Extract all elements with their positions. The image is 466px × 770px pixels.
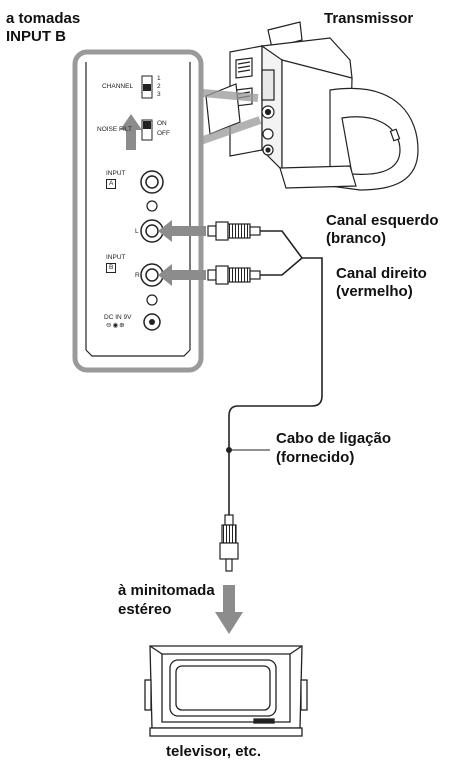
- rca-plug-right: [207, 265, 261, 285]
- right-jack-label: R: [135, 272, 140, 279]
- noise-filter-arrow: [120, 114, 142, 150]
- right-channel-label-line2: (vermelho): [336, 283, 413, 300]
- cable-label-line1: Cabo de ligação: [276, 430, 392, 447]
- television-illustration: [144, 645, 308, 737]
- right-channel-label-line1: Canal direito: [336, 265, 427, 282]
- left-channel-label-line1: Canal esquerdo: [326, 212, 439, 229]
- noise-filter-label: NOISE FILT: [97, 126, 132, 133]
- dc-in-label: DC IN 9V: [104, 314, 132, 321]
- input-b-callout-line2: INPUT B: [6, 28, 66, 45]
- input-a-badge: A: [106, 179, 117, 189]
- connection-cable: [228, 230, 323, 515]
- noise-filter-off-label: OFF: [157, 130, 170, 137]
- left-input-arrow: [158, 220, 206, 242]
- input-b-badge: B: [106, 263, 117, 273]
- dc-polarity-icon: ⊖◉⊕: [106, 322, 126, 329]
- rca-plug-left: [207, 221, 261, 241]
- input-b-callout-line1: a tomadas: [6, 10, 81, 27]
- cable-label-line2: (fornecido): [276, 449, 355, 466]
- right-input-arrow: [158, 264, 206, 286]
- minijack-label-line1: à minitomada: [118, 582, 215, 599]
- indicator-arrows: [120, 114, 243, 634]
- cable-marker: [226, 447, 232, 453]
- down-arrow: [215, 585, 243, 634]
- channel-label: CHANNEL: [102, 83, 134, 90]
- transmitter-illustration: [205, 21, 419, 191]
- left-channel-label-line2: (branco): [326, 230, 386, 247]
- left-jack-label: L: [135, 228, 139, 235]
- tv-label: televisor, etc.: [166, 743, 262, 760]
- transmitter-label: Transmissor: [324, 10, 414, 27]
- channel-2-label: 2: [157, 83, 161, 90]
- minijack-label-line2: estéreo: [118, 601, 172, 618]
- mini-plug: [219, 514, 239, 572]
- noise-filter-on-label: ON: [157, 120, 167, 127]
- channel-3-label: 3: [157, 91, 161, 98]
- channel-1-label: 1: [157, 75, 161, 82]
- input-a-label: INPUT: [106, 170, 126, 177]
- rear-panel-inset: [72, 49, 204, 373]
- input-b-label: INPUT: [106, 254, 126, 261]
